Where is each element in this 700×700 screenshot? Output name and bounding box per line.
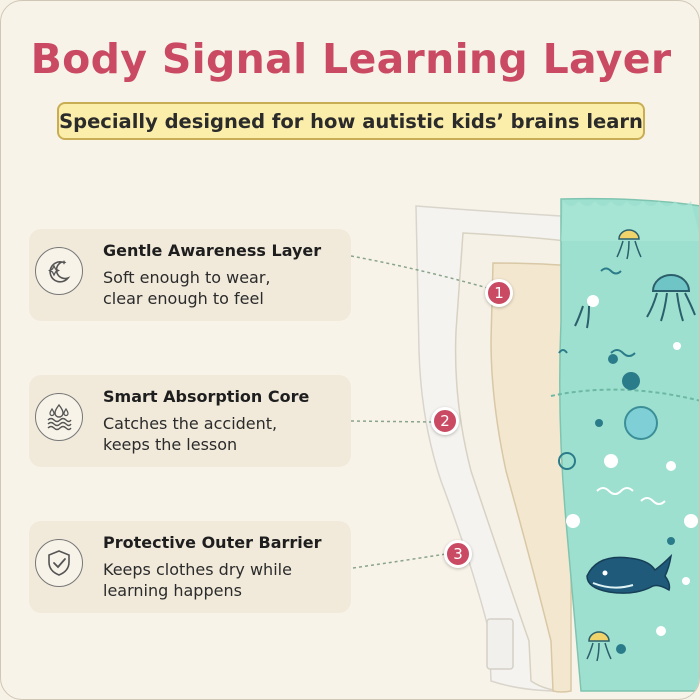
feature-description-line: Soft enough to wear, <box>103 268 271 287</box>
jellyfish-icon <box>574 229 696 662</box>
layer-badge-1: 1 <box>485 279 513 307</box>
page-title: Body Signal Learning Layer <box>30 35 672 83</box>
leader-line-3 <box>352 553 447 569</box>
feature-card-gentle-awareness: Gentle Awareness Layer Soft enough to we… <box>29 229 351 321</box>
layer-badge-2: 2 <box>431 407 459 435</box>
seam-stitch <box>550 388 699 402</box>
feature-title: Protective Outer Barrier <box>103 533 322 552</box>
bubbles-pattern <box>566 295 698 654</box>
sea-creature-doodles <box>558 349 576 470</box>
subtitle-banner: Specially designed for how autistic kids… <box>57 102 645 140</box>
feature-title: Smart Absorption Core <box>103 387 310 406</box>
feature-title: Gentle Awareness Layer <box>103 241 322 260</box>
whale-icon <box>586 553 673 594</box>
feature-card-protective-barrier: Protective Outer Barrier Keeps clothes d… <box>29 521 351 613</box>
inner-layer-tab <box>486 618 514 670</box>
shield-check-icon <box>35 539 83 587</box>
feature-description-line: Catches the accident, <box>103 414 278 433</box>
waistband <box>561 201 699 241</box>
layer-badge-3: 3 <box>444 540 472 568</box>
waves-pattern <box>596 267 666 505</box>
feature-description-line: clear enough to feel <box>103 289 264 308</box>
feature-description-line: keeps the lesson <box>103 435 238 454</box>
feature-description: Keeps clothes dry while learning happens <box>103 559 343 601</box>
feature-description: Soft enough to wear, clear enough to fee… <box>103 267 343 309</box>
water-droplets-waves-icon <box>35 393 83 441</box>
feature-description-line: Keeps clothes dry while <box>103 560 292 579</box>
subtitle-text: Specially designed for how autistic kids… <box>59 109 643 133</box>
leader-line-1 <box>350 255 492 290</box>
soft-moon-sparkle-icon <box>35 247 83 295</box>
feature-description: Catches the accident, keeps the lesson <box>103 413 343 455</box>
feature-card-smart-absorption: Smart Absorption Core Catches the accide… <box>29 375 351 467</box>
feature-description-line: learning happens <box>103 581 242 600</box>
leader-line-2 <box>350 420 434 423</box>
